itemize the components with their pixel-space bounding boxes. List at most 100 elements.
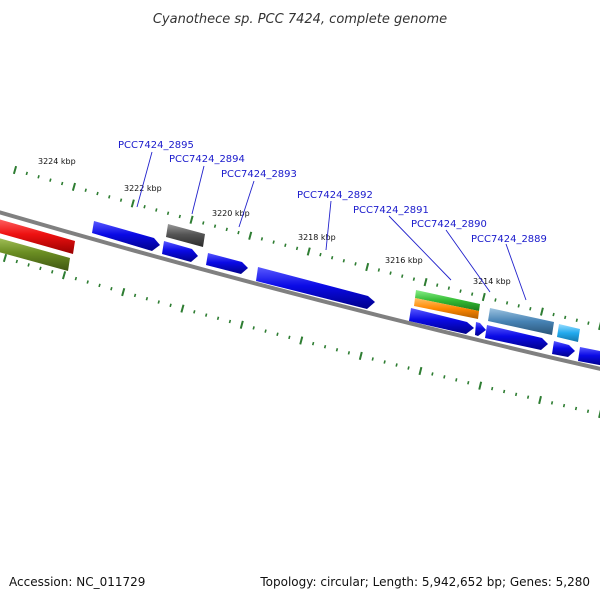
gene-label-2890[interactable]: PCC7424_2890: [411, 219, 487, 230]
inner-ring-major-tick: [598, 409, 600, 419]
outer-ring-minor-tick: [84, 188, 87, 192]
gene-feature-2894[interactable]: [166, 224, 205, 247]
outer-ring-minor-tick: [564, 315, 567, 320]
outer-ring-minor-tick: [237, 230, 240, 235]
inner-ring-major-tick: [121, 287, 126, 297]
scale-label-3220: 3220 kbp: [212, 209, 250, 218]
gene-label-2895[interactable]: PCC7424_2895: [118, 140, 194, 151]
outer-ring-major-tick: [365, 262, 370, 272]
gene-feature-2893[interactable]: [206, 253, 248, 274]
outer-ring-minor-tick: [377, 268, 381, 272]
inner-ring-major-tick: [538, 395, 542, 405]
inner-ring-minor-tick: [526, 395, 530, 399]
outer-ring-major-tick: [423, 278, 428, 287]
outer-ring-minor-tick: [517, 304, 520, 308]
inner-ring-minor-tick: [311, 341, 315, 346]
inner-ring-minor-tick: [86, 280, 89, 284]
leader-2894: [191, 165, 205, 215]
outer-ring-minor-tick: [202, 221, 205, 225]
inner-tick-ring: [2, 253, 600, 419]
feature-track-inner: [0, 237, 600, 366]
scale-label-3224: 3224 kbp: [38, 157, 76, 166]
inner-ring-minor-tick: [252, 326, 255, 330]
inner-ring-major-tick: [239, 320, 244, 329]
inner-ring-minor-tick: [335, 348, 339, 352]
gene-feature-2895[interactable]: [92, 221, 160, 251]
gene-feature-red[interactable]: [0, 218, 75, 254]
inner-ring-minor-tick: [395, 363, 398, 367]
outer-ring-minor-tick: [213, 224, 217, 228]
inner-ring-major-tick: [61, 271, 67, 280]
inner-ring-minor-tick: [502, 389, 506, 394]
inner-ring-minor-tick: [39, 266, 42, 271]
outer-ring-major-tick: [12, 165, 18, 175]
outer-ring-major-tick: [306, 247, 311, 256]
outer-ring-minor-tick: [155, 208, 158, 212]
accession-text: Accession: NC_011729: [9, 575, 145, 589]
inner-ring-minor-tick: [586, 409, 590, 413]
inner-ring-minor-tick: [288, 335, 291, 340]
inner-ring-major-tick: [180, 304, 185, 313]
outer-ring-minor-tick: [505, 301, 509, 305]
gene-feature-2891-green[interactable]: [415, 290, 480, 311]
outer-ring-minor-tick: [166, 211, 170, 216]
inner-ring-minor-tick: [383, 360, 386, 364]
genome-summary-text: Topology: circular; Length: 5,942,652 bp…: [259, 575, 590, 589]
map-title: Cyanothece sp. PCC 7424, complete genome: [153, 12, 447, 27]
inner-ring-major-tick: [418, 366, 423, 376]
inner-ring-minor-tick: [193, 310, 196, 314]
gene-feature-olive[interactable]: [0, 237, 70, 271]
gene-label-2893[interactable]: PCC7424_2893: [221, 169, 297, 180]
gene-feature-small[interactable]: [475, 322, 486, 336]
gene-feature-2894-inner[interactable]: [162, 241, 198, 262]
leader-2889: [505, 243, 527, 301]
inner-ring-minor-tick: [347, 351, 351, 355]
outer-tick-ring: [12, 165, 600, 331]
outer-ring-minor-tick: [389, 271, 392, 275]
gene-label-2889[interactable]: PCC7424_2889: [471, 234, 547, 245]
outer-ring-minor-tick: [25, 171, 29, 176]
outer-ring-minor-tick: [470, 292, 474, 296]
outer-ring-minor-tick: [529, 307, 532, 311]
outer-ring-minor-tick: [284, 243, 287, 247]
scale-label-3222: 3222 kbp: [124, 184, 162, 193]
outer-ring-major-tick: [189, 215, 194, 224]
inner-ring-minor-tick: [228, 319, 232, 324]
inner-ring-minor-tick: [514, 392, 518, 397]
gene-feature-2890[interactable]: [488, 308, 554, 335]
inner-ring-minor-tick: [276, 332, 279, 336]
outer-ring-minor-tick: [143, 204, 146, 209]
inner-ring-minor-tick: [51, 270, 54, 274]
outer-ring-minor-tick: [401, 274, 404, 278]
inner-ring-minor-tick: [145, 296, 149, 301]
outer-ring-minor-tick: [354, 262, 357, 266]
inner-ring-major-tick: [358, 351, 363, 361]
outer-ring-minor-tick: [272, 240, 275, 244]
outer-ring-minor-tick: [119, 198, 123, 202]
inner-ring-minor-tick: [491, 386, 494, 391]
outer-ring-minor-tick: [342, 259, 346, 263]
inner-ring-minor-tick: [431, 372, 434, 376]
leader-2891: [388, 215, 452, 281]
outer-ring-minor-tick: [552, 312, 555, 317]
gene-label-2892[interactable]: PCC7424_2892: [297, 190, 373, 201]
gene-feature-2889-inner[interactable]: [552, 341, 575, 357]
scale-label-3214: 3214 kbp: [473, 277, 511, 286]
leader-2893: [238, 180, 255, 228]
outer-ring-minor-tick: [108, 195, 111, 199]
outer-ring-minor-tick: [494, 298, 497, 302]
gene-feature-2889[interactable]: [557, 324, 580, 342]
gene-feature-2891[interactable]: [409, 308, 474, 334]
gene-label-2891[interactable]: PCC7424_2891: [353, 205, 429, 216]
leader-2895: [136, 151, 153, 208]
outer-ring-major-tick: [540, 307, 544, 316]
gene-label-2894[interactable]: PCC7424_2894: [169, 154, 245, 165]
inner-ring-minor-tick: [443, 375, 446, 379]
inner-ring-minor-tick: [407, 366, 410, 370]
gene-feature-2892[interactable]: [256, 267, 375, 309]
gene-feature-2890-inner[interactable]: [485, 325, 548, 350]
inner-ring-major-tick: [2, 253, 8, 263]
gene-feature-edge[interactable]: [578, 347, 600, 366]
gene-feature-2891-orange[interactable]: [414, 298, 479, 319]
inner-ring-minor-tick: [15, 259, 19, 264]
